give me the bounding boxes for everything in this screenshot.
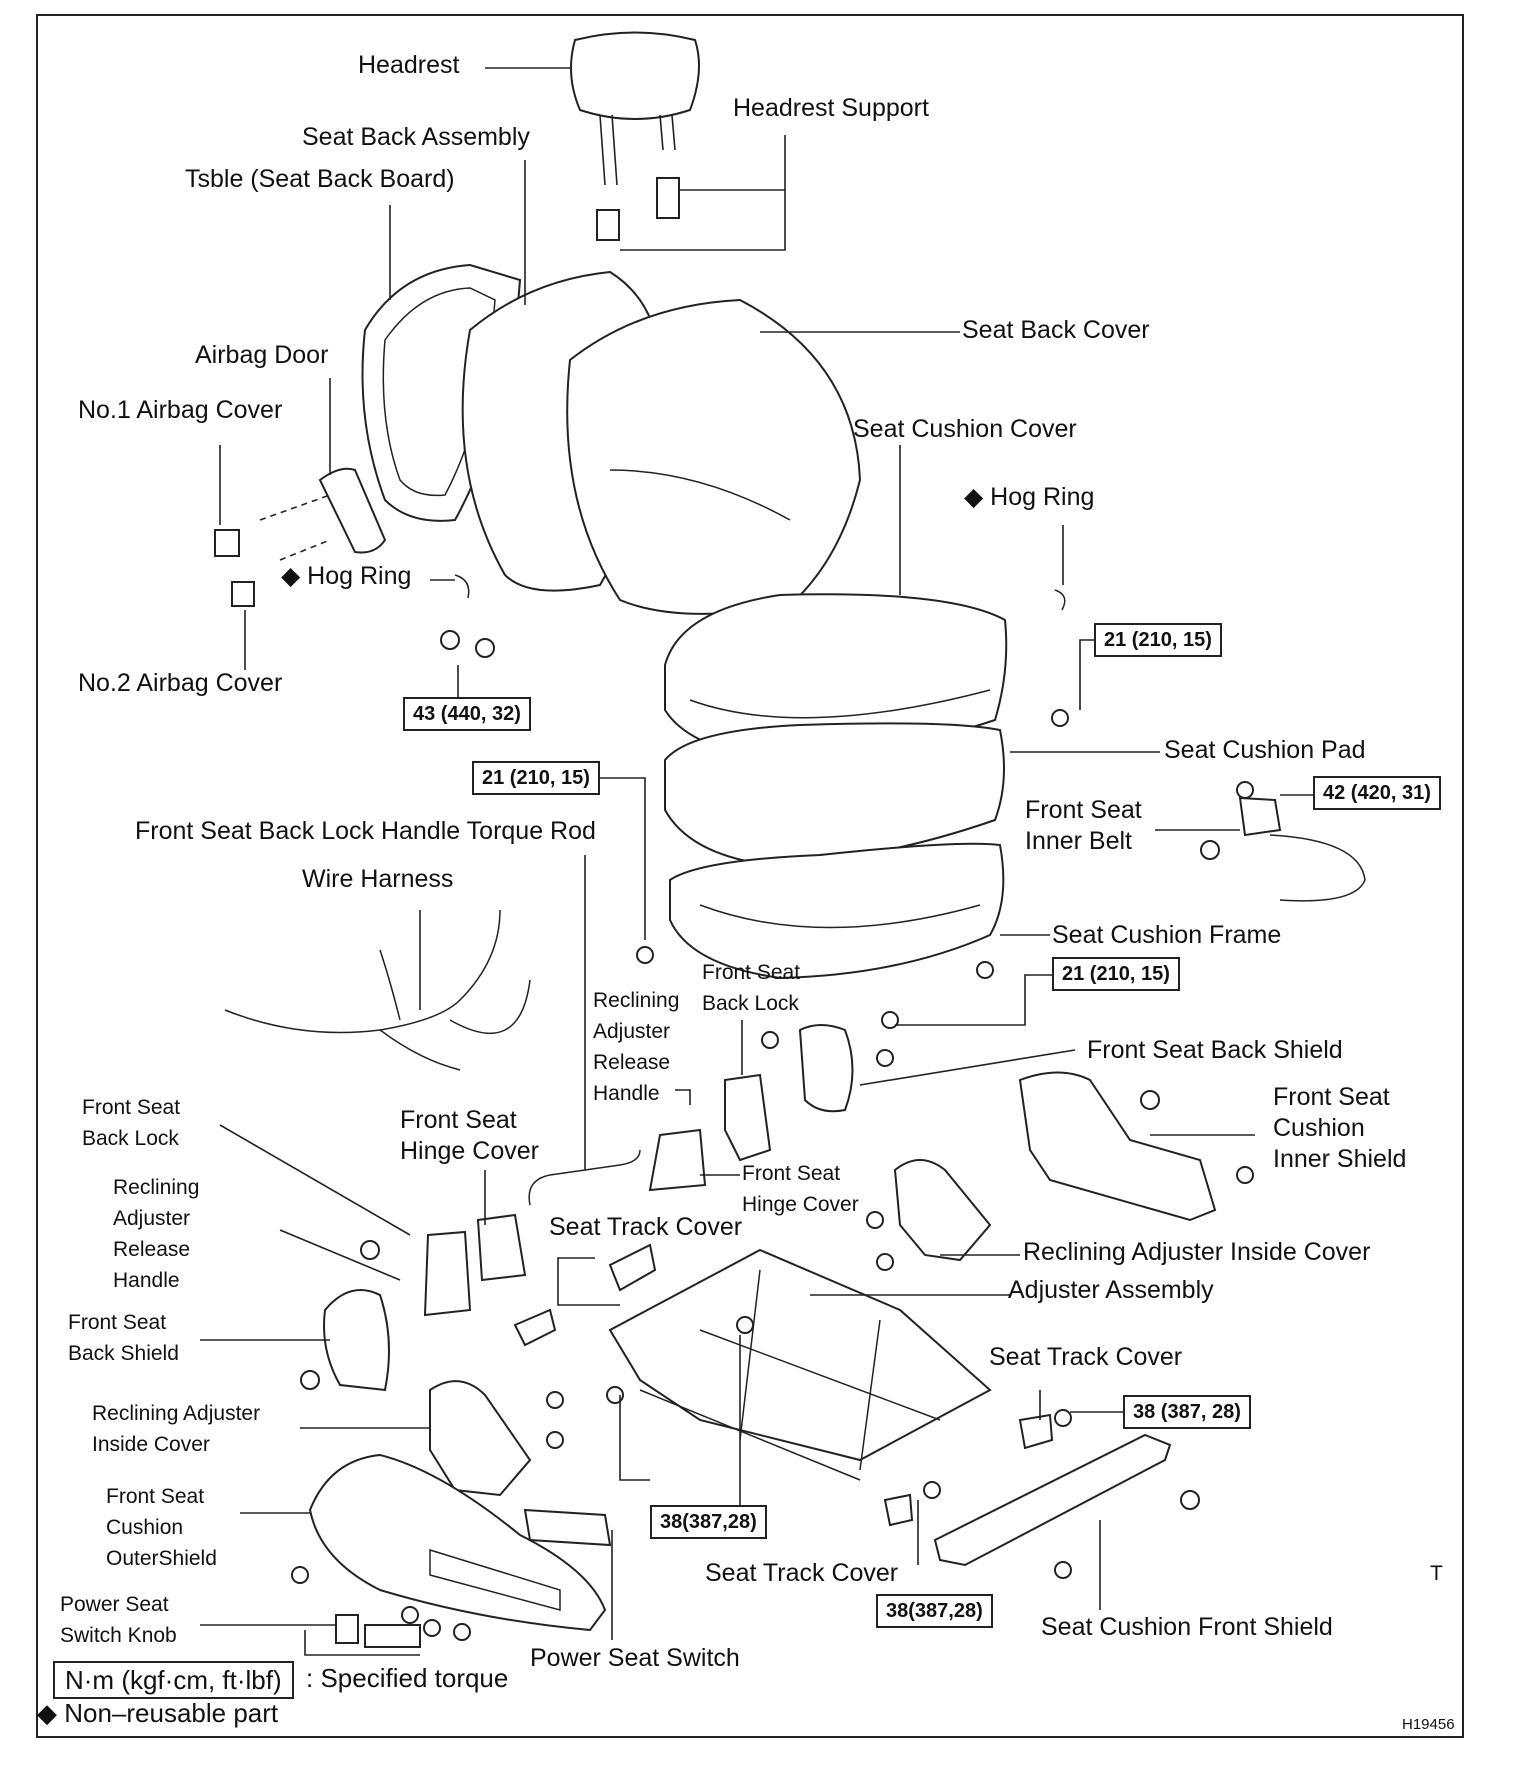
label-seat-track-cover-right: Seat Track Cover	[989, 1343, 1183, 1371]
seat-back-cover-drawing	[566, 298, 862, 615]
label-reclining-inside-cover-right: Reclining Adjuster Inside Cover	[1023, 1238, 1371, 1266]
seat-track-cover-bottom-drawing	[883, 1493, 914, 1527]
label-cushion-outer-shield: Front Seat Cushion OuterShield	[106, 1485, 217, 1570]
hinge-cover-center-drawing	[648, 1128, 707, 1192]
label-hinge-cover-left: Front Seat Hinge Cover	[400, 1106, 539, 1165]
reclining-inside-cover-left-drawing	[429, 1380, 532, 1497]
label-airbag-door: Airbag Door	[195, 341, 329, 369]
label-seat-cushion-cover: Seat Cushion Cover	[853, 415, 1077, 443]
label-wire-harness: Wire Harness	[302, 865, 454, 893]
label-release-handle-center: Reclining Adjuster Release Handle	[593, 989, 680, 1105]
torque-t4: 42 (420, 31)	[1313, 776, 1441, 810]
torque-t1: 21 (210, 15)	[1094, 623, 1222, 657]
legend-unit-box: N·m (kgf·cm, ft·lbf)	[53, 1661, 294, 1699]
back-shield-upper-drawing	[798, 1024, 854, 1113]
label-power-seat-switch: Power Seat Switch	[530, 1644, 740, 1672]
back-shield-left-drawing	[323, 1289, 390, 1392]
label-torque-rod: Front Seat Back Lock Handle Torque Rod	[135, 817, 596, 845]
hinge-cover-left-drawing	[476, 1213, 527, 1282]
power-seat-switch-drawing	[523, 1508, 612, 1547]
cushion-front-shield-drawing	[933, 1433, 1172, 1567]
seat-cushion-frame-drawing	[669, 842, 1005, 980]
label-hog-ring-right: ◆ Hog Ring	[964, 483, 1095, 511]
torque-t5: 21 (210, 15)	[1052, 957, 1180, 991]
figure-code: H19456	[1402, 1716, 1455, 1733]
hog-ring-right-drawing	[1054, 589, 1066, 611]
label-back-lock-center: Front Seat Back Lock	[702, 961, 801, 1015]
airbag-door-drawing	[318, 467, 387, 554]
cushion-outer-shield-drawing	[308, 1453, 607, 1632]
diagram-frame	[36, 14, 1464, 1738]
label-no1-airbag-cover: No.1 Airbag Cover	[78, 396, 283, 424]
label-cushion-inner-shield: Front Seat Cushion Inner Shield	[1273, 1083, 1407, 1173]
label-seat-track-cover-top: Seat Track Cover	[549, 1213, 743, 1241]
headrest-drawing	[570, 31, 700, 241]
label-tsble: Tsble (Seat Back Board)	[185, 165, 455, 193]
torque-t8: 38(387,28)	[876, 1594, 993, 1628]
label-hinge-cover-center: Front Seat Hinge Cover	[742, 1162, 859, 1216]
marker-t: T	[1430, 1562, 1443, 1585]
label-adjuster-assembly: Adjuster Assembly	[1008, 1276, 1214, 1304]
switch-knob-b-drawing	[364, 1624, 421, 1648]
label-hog-ring-left: ◆ Hog Ring	[281, 562, 412, 590]
hog-ring-left-drawing	[454, 574, 470, 599]
torque-t6: 38 (387, 28)	[1123, 1395, 1251, 1429]
label-release-handle-left: Reclining Adjuster Release Handle	[113, 1176, 200, 1292]
no2-airbag-cover-drawing	[231, 581, 255, 607]
seat-track-cover-top-drawing	[608, 1243, 657, 1292]
back-lock-center-drawing	[724, 1073, 772, 1162]
label-seat-cushion-pad: Seat Cushion Pad	[1164, 736, 1366, 764]
switch-knob-a-drawing	[335, 1614, 359, 1644]
back-lock-left-drawing	[423, 1230, 472, 1317]
label-seat-cushion-frame: Seat Cushion Frame	[1052, 921, 1282, 949]
label-back-shield-left: Front Seat Back Shield	[68, 1311, 179, 1365]
inner-belt-drawing	[1238, 796, 1282, 837]
no1-airbag-cover-drawing	[214, 529, 240, 557]
label-cushion-front-shield: Seat Cushion Front Shield	[1041, 1613, 1333, 1641]
torque-t2: 43 (440, 32)	[403, 697, 531, 731]
label-seat-back-cover: Seat Back Cover	[962, 316, 1150, 344]
seat-track-cover-right-drawing	[1018, 1413, 1054, 1450]
wire-harness-drawing	[224, 909, 531, 1071]
torque-t7: 38(387,28)	[650, 1505, 767, 1539]
label-back-lock-left: Front Seat Back Lock	[82, 1096, 181, 1150]
torque-t3: 21 (210, 15)	[472, 761, 600, 795]
legend-non-reusable: ◆ Non–reusable part	[37, 1698, 279, 1728]
reclining-inside-cover-right-drawing	[893, 1159, 992, 1262]
label-front-seat-inner-belt: Front Seat Inner Belt	[1025, 796, 1142, 855]
adjuster-assembly-drawing	[608, 1248, 992, 1462]
label-seat-back-assembly: Seat Back Assembly	[302, 123, 530, 151]
label-headrest: Headrest	[358, 51, 460, 79]
label-reclining-inside-cover-left: Reclining Adjuster Inside Cover	[92, 1402, 261, 1456]
cushion-inner-shield-drawing	[1018, 1071, 1217, 1222]
label-headrest-support: Headrest Support	[733, 94, 929, 122]
label-power-seat-switch-knob: Power Seat Switch Knob	[60, 1593, 177, 1647]
label-no2-airbag-cover: No.2 Airbag Cover	[78, 669, 283, 697]
label-back-shield-right: Front Seat Back Shield	[1087, 1036, 1343, 1064]
bolts	[291, 630, 1254, 1641]
legend-specified-torque: : Specified torque	[306, 1663, 509, 1693]
label-seat-track-cover-bottom: Seat Track Cover	[705, 1559, 899, 1587]
